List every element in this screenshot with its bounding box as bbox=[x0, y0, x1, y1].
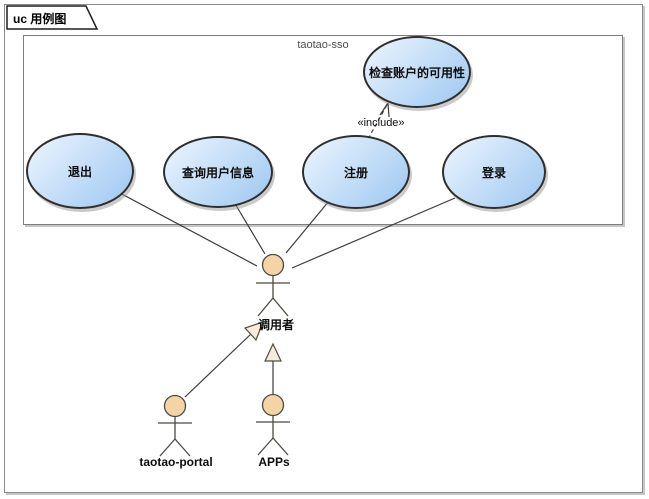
actor-caller-label: 调用者 bbox=[257, 318, 295, 332]
usecase-label: 注册 bbox=[343, 165, 368, 180]
usecase-label: 登录 bbox=[481, 165, 506, 180]
diagram-frame bbox=[4, 4, 643, 493]
usecase-label: 查询用户信息 bbox=[181, 165, 254, 180]
usecase-register[interactable]: 注册 bbox=[302, 135, 410, 209]
usecase-label: 退出 bbox=[67, 164, 92, 179]
actor-portal-label: taotao-portal bbox=[139, 455, 213, 469]
include-stereotype-label: «include» bbox=[357, 117, 405, 129]
system-boundary-label: taotao-sso bbox=[297, 39, 349, 51]
usecase-login[interactable]: 登录 bbox=[442, 135, 546, 209]
actor-apps-label: APPs bbox=[258, 455, 290, 469]
frame-tab-label: uc 用例图 bbox=[13, 12, 67, 26]
usecase-label: 检查账户的可用性 bbox=[368, 65, 465, 80]
usecase-query-user-info[interactable]: 查询用户信息 bbox=[163, 136, 273, 208]
usecase-quit[interactable]: 退出 bbox=[26, 133, 134, 209]
usecase-check-account[interactable]: 检查账户的可用性 bbox=[363, 36, 471, 108]
